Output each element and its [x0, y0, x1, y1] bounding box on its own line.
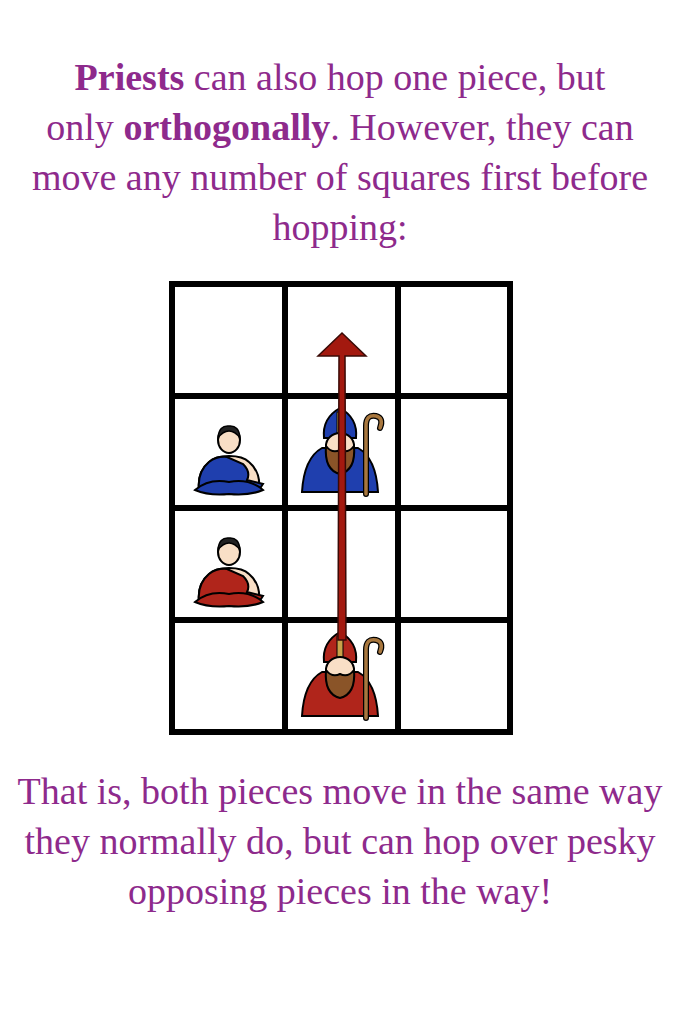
red-priest — [302, 632, 381, 718]
body-text: That is, both pieces move in the same wa… — [18, 770, 663, 912]
red-monk — [195, 538, 263, 607]
emphasis-text: Priests — [75, 56, 185, 98]
move-arrow — [318, 333, 366, 640]
grid — [172, 284, 510, 732]
blue-monk — [195, 426, 263, 495]
summary-text: That is, both pieces move in the same wa… — [16, 766, 664, 916]
intro-text: Priestscan also hop one piece, but onlyo… — [16, 52, 664, 252]
emphasis-text: orthogonally — [123, 106, 330, 148]
